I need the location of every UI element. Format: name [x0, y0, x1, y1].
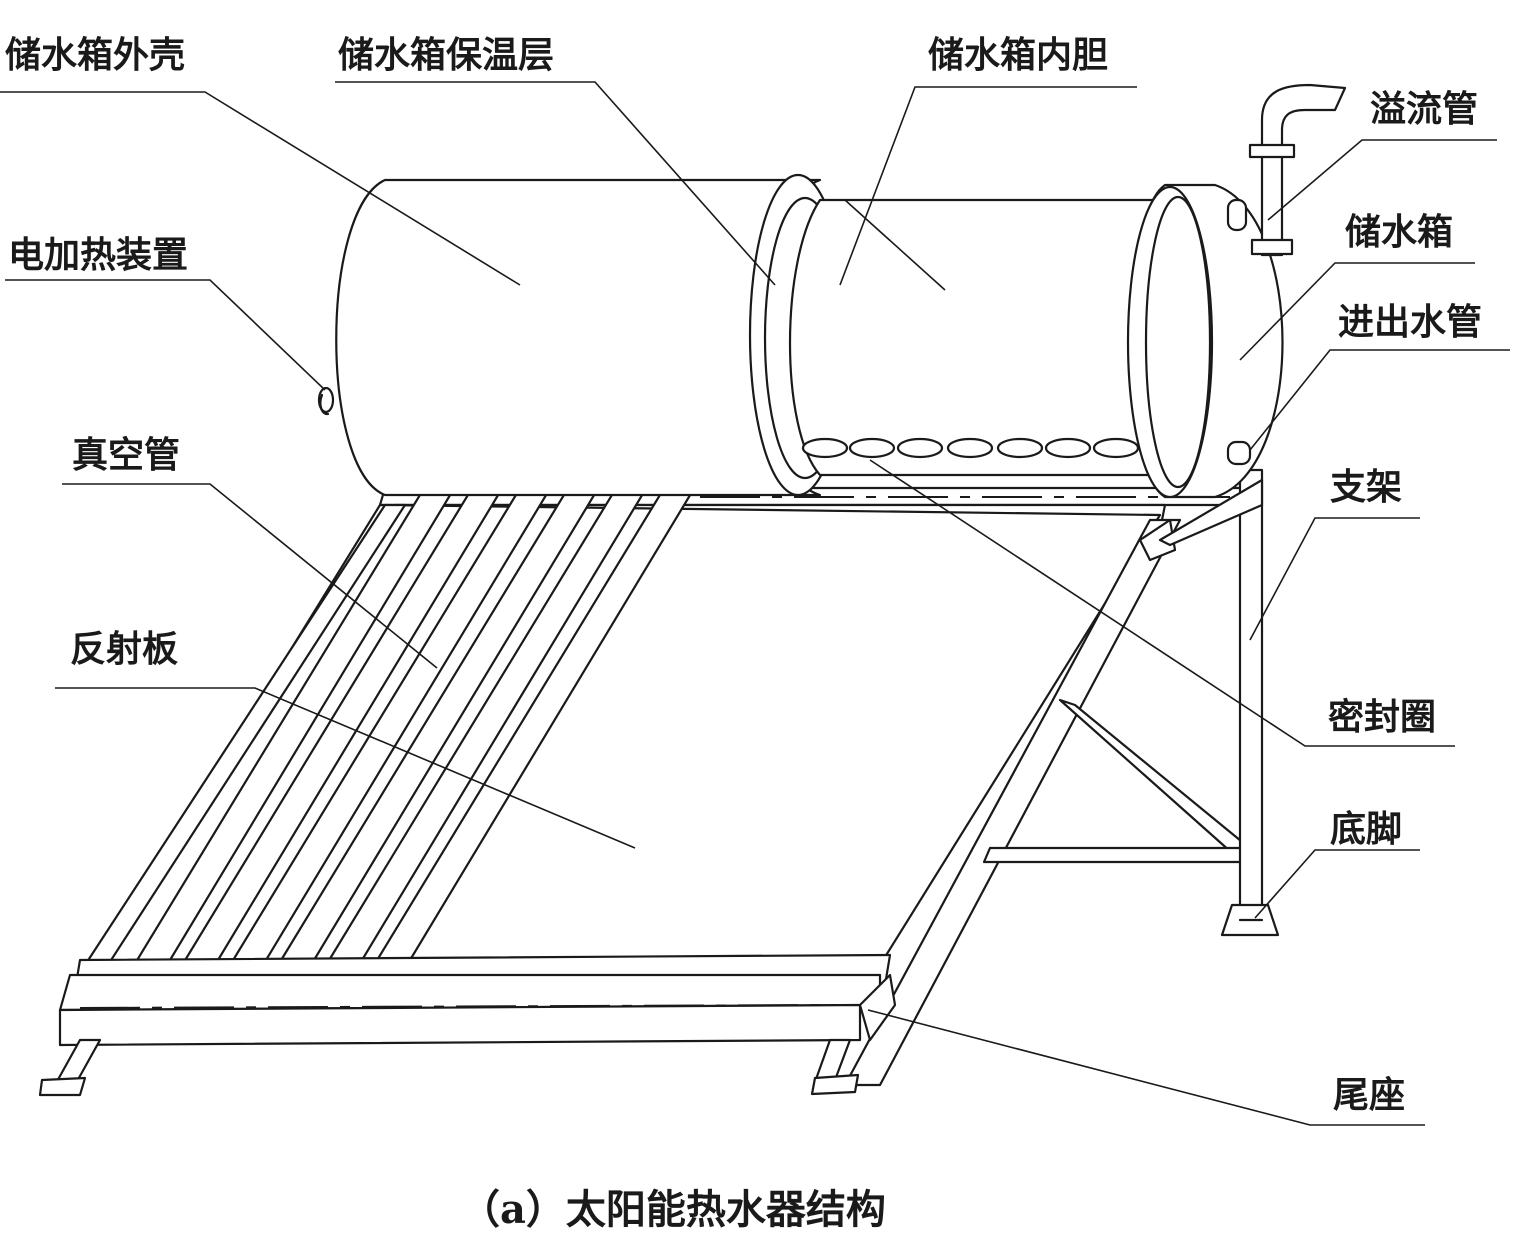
- label-seal-ring: 密封圈: [1328, 697, 1437, 738]
- label-vacuum-tube: 真空管: [72, 435, 181, 476]
- label-bracket: 支架: [1330, 467, 1403, 508]
- tail-seat: [38, 973, 897, 1097]
- side-brace: [982, 698, 1254, 864]
- tank-shell: [335, 178, 822, 497]
- leader-lines: [0, 81, 1510, 1126]
- label-overflow-pipe: 溢流管: [1370, 89, 1479, 130]
- label-foot: 底脚: [1330, 809, 1403, 850]
- vacuum-tubes: [70, 449, 892, 992]
- rear-bracket: [1158, 468, 1280, 937]
- figure-caption: （a）太阳能热水器结构: [460, 1186, 886, 1233]
- label-tank-shell: 储水箱外壳: [5, 35, 186, 76]
- overflow-pipe: [1248, 83, 1347, 257]
- label-inout-pipe: 进出水管: [1338, 302, 1483, 343]
- tank-end-cap: [1126, 183, 1284, 499]
- front-right-leg: [843, 518, 1182, 1087]
- label-reflector: 反射板: [70, 629, 179, 670]
- label-electric-heater: 电加热装置: [8, 235, 189, 276]
- label-tail-seat: 尾座: [1333, 1075, 1406, 1116]
- tank-liner: [748, 173, 1199, 497]
- electric-heater: [317, 386, 335, 416]
- label-water-tank: 储水箱: [1345, 212, 1454, 253]
- label-tank-liner: 储水箱内胆: [928, 35, 1109, 76]
- label-tank-insulation: 储水箱保温层: [338, 35, 555, 76]
